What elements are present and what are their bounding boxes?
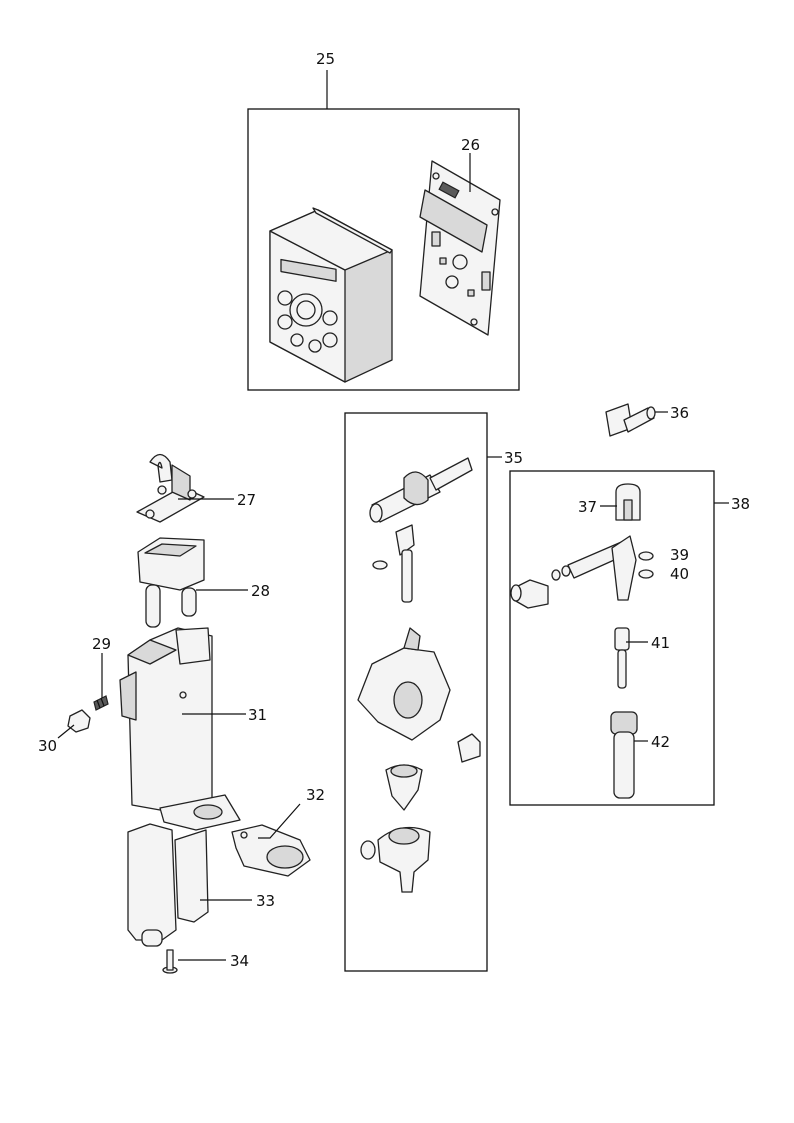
group-frame-35 bbox=[344, 412, 488, 972]
main-column bbox=[119, 627, 241, 831]
dispenser-assembly bbox=[357, 457, 481, 893]
callout-37: 37 bbox=[578, 498, 597, 516]
callout-40: 40 bbox=[670, 565, 689, 583]
callout-32: 32 bbox=[306, 786, 325, 804]
pin bbox=[614, 627, 630, 689]
leader-32 bbox=[258, 803, 301, 839]
callout-25: 25 bbox=[316, 50, 335, 68]
group-frame-38 bbox=[509, 470, 715, 806]
lower-column bbox=[127, 823, 209, 947]
callout-36: 36 bbox=[670, 404, 689, 422]
callout-29: 29 bbox=[92, 635, 111, 653]
lever bbox=[605, 403, 656, 437]
control-panel-housing bbox=[269, 207, 393, 383]
callout-34: 34 bbox=[230, 952, 249, 970]
drip-plate bbox=[231, 824, 311, 877]
callout-35: 35 bbox=[504, 449, 523, 467]
callout-42: 42 bbox=[651, 733, 670, 751]
callout-39: 39 bbox=[670, 546, 689, 564]
o-ring-39 bbox=[638, 551, 654, 561]
valve-shaft bbox=[510, 535, 637, 609]
callout-41: 41 bbox=[651, 634, 670, 652]
callout-31: 31 bbox=[248, 706, 267, 724]
group-frame-25 bbox=[247, 108, 520, 391]
circuit-board bbox=[419, 160, 501, 336]
screw bbox=[162, 949, 178, 974]
spring bbox=[93, 695, 109, 711]
knob-cap bbox=[67, 709, 91, 733]
threaded-tube bbox=[610, 711, 638, 799]
callout-26: 26 bbox=[461, 136, 480, 154]
sleeve-cap bbox=[615, 483, 641, 521]
callout-27: 27 bbox=[237, 491, 256, 509]
callout-28: 28 bbox=[251, 582, 270, 600]
callout-38: 38 bbox=[731, 495, 750, 513]
o-ring-40 bbox=[638, 569, 654, 579]
guide-insert bbox=[137, 537, 205, 628]
callout-33: 33 bbox=[256, 892, 275, 910]
top-bracket bbox=[136, 453, 205, 523]
leader-30 bbox=[57, 724, 75, 739]
callout-30: 30 bbox=[38, 737, 57, 755]
